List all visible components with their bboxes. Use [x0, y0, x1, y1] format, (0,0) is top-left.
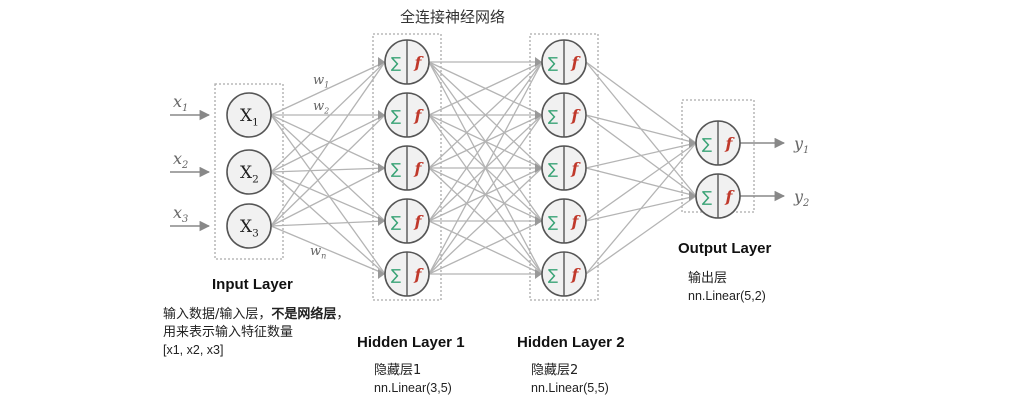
hidden2-neuron-1-func-symbol: f — [571, 53, 582, 72]
edge-in3-h1n1 — [270, 61, 386, 227]
weight-label-2: w2 — [313, 99, 329, 115]
input-label-x2: x2 — [173, 149, 188, 171]
edge-h2n3-out1 — [585, 142, 697, 169]
weight-label-3: wn — [310, 244, 326, 260]
edge-h1n5-h2n4 — [428, 220, 543, 275]
hidden2-neuron-1-sum-symbol: ∑ — [548, 54, 558, 72]
input-node-3 — [226, 203, 272, 249]
hidden1-neuron-4-func-symbol: f — [414, 212, 425, 231]
edge-h2n5-out1 — [585, 142, 697, 275]
edge-in1-h1n3 — [270, 114, 386, 169]
io-arrows — [170, 109, 786, 232]
hidden2-neuron-5-func-symbol: f — [571, 265, 582, 284]
output-label-y2: y2 — [793, 187, 809, 209]
hidden2-neuron-4-sum-symbol: ∑ — [548, 213, 558, 231]
edge-h1n5-h2n1 — [428, 61, 543, 275]
hidden1-neuron-3-sum-symbol: ∑ — [391, 160, 401, 178]
input-node-label-3: X3 — [240, 217, 259, 239]
connection-edges — [270, 57, 697, 279]
edge-h1n4-h2n1 — [428, 61, 543, 222]
arrowhead-h2n1 — [535, 57, 542, 67]
edge-in3-h1n2 — [270, 114, 386, 227]
input-node-1 — [226, 92, 272, 138]
input-desc-bold: 不是网络层 — [271, 307, 337, 322]
input-label-x3: x3 — [173, 203, 188, 225]
arrowhead-out1 — [689, 138, 696, 148]
input-node-2 — [226, 149, 272, 195]
hidden-layer-2-box — [529, 33, 599, 301]
hidden-layer-2-code: nn.Linear(5,5) — [531, 381, 609, 395]
edge-h2n2-out1 — [585, 114, 697, 144]
hidden1-neuron-1-func-symbol: f — [414, 53, 425, 72]
hidden-layer-2-desc: 隐藏层2 — [531, 363, 579, 378]
hidden1-neuron-2-sum-symbol: ∑ — [391, 107, 401, 125]
edge-in1-h1n4 — [270, 114, 386, 222]
hidden2-neuron-3-sum-symbol: ∑ — [548, 160, 558, 178]
edge-in3-h1n3 — [270, 167, 386, 227]
edge-in3-h1n5 — [270, 225, 386, 275]
input-node-label-2: X2 — [240, 163, 259, 185]
arrowhead-h2n3 — [535, 163, 542, 173]
edge-in2-h1n1 — [270, 61, 386, 173]
arrowhead-h2n4 — [535, 216, 542, 226]
output-label-y1: y1 — [793, 134, 809, 156]
arrowhead-h1n3 — [378, 163, 385, 173]
edge-h1n5-h2n3 — [428, 167, 543, 275]
output-neuron-2-sum-symbol: ∑ — [702, 188, 712, 206]
arrowhead-h2n2 — [535, 110, 542, 120]
hidden1-neuron-5-sum-symbol: ∑ — [391, 266, 401, 284]
edge-h2n4-out1 — [585, 142, 697, 222]
input-desc-part-c: ， — [336, 307, 350, 322]
hidden-layer-2-title: Hidden Layer 2 — [517, 334, 625, 351]
hidden2-neuron-5-sum-symbol: ∑ — [548, 266, 558, 284]
hidden2-neuron-3-func-symbol: f — [571, 159, 582, 178]
output-layer-desc: 输出层 — [688, 271, 728, 286]
hidden-layer-1-box — [372, 33, 442, 301]
edge-in3-h1n4 — [270, 220, 386, 227]
hidden1-neuron-1-sum-symbol: ∑ — [391, 54, 401, 72]
hidden2-neuron-2-sum-symbol: ∑ — [548, 107, 558, 125]
arrowhead-h1n1 — [378, 57, 385, 67]
output-neuron-1-sum-symbol: ∑ — [702, 135, 712, 153]
hidden-layer-1-desc: 隐藏层1 — [374, 363, 422, 378]
neuron-nodes: ∑ f ∑ f ∑ f ∑ f ∑ f ∑ f ∑ f ∑ f ∑ f ∑ f ∑ f ∑ f — [226, 39, 741, 297]
arrowhead-out2 — [689, 191, 696, 201]
edge-h2n5-out2 — [585, 195, 697, 275]
input-desc-part-a: 输入数据/输入层， — [163, 307, 272, 322]
hidden2-neuron-2-func-symbol: f — [571, 106, 582, 125]
hidden-layer-1-code: nn.Linear(3,5) — [374, 381, 452, 395]
hidden1-neuron-2-func-symbol: f — [414, 106, 425, 125]
hidden1-neuron-4-sum-symbol: ∑ — [391, 213, 401, 231]
output-neuron-1-func-symbol: f — [725, 134, 736, 153]
edge-in1-h1n5 — [270, 114, 386, 275]
weight-label-1: w1 — [313, 73, 329, 89]
arrowhead-h1n2 — [378, 110, 385, 120]
arrowhead-h1n4 — [378, 216, 385, 226]
hidden-layer-1-title: Hidden Layer 1 — [357, 334, 465, 351]
hidden1-neuron-3-func-symbol: f — [414, 159, 425, 178]
input-layer-desc-line1: 输入数据/输入层，不是网络层， — [163, 306, 349, 323]
edge-h1n3-h2n1 — [428, 61, 543, 169]
arrowhead-h1n5 — [378, 269, 385, 279]
output-layer-title: Output Layer — [678, 240, 772, 257]
input-node-label-1: X1 — [240, 106, 259, 128]
input-layer-box — [214, 83, 284, 260]
input-layer-title: Input Layer — [212, 276, 293, 293]
arrowhead-h2n5 — [535, 269, 542, 279]
output-layer-code: nn.Linear(5,2) — [688, 289, 766, 303]
edge-h1n5-h2n2 — [428, 114, 543, 275]
hidden2-neuron-4-func-symbol: f — [571, 212, 582, 231]
output-neuron-2-func-symbol: f — [725, 187, 736, 206]
edge-h2n1-out1 — [585, 61, 697, 144]
input-layer-desc-line2: 用来表示输入特征数量 — [163, 325, 294, 340]
edge-in1-h1n1 — [270, 61, 386, 116]
input-layer-desc-line3: [x1, x2, x3] — [163, 343, 224, 357]
diagram-title: 全连接神经网络 — [400, 8, 506, 26]
input-label-x1: x1 — [173, 92, 188, 114]
hidden1-neuron-5-func-symbol: f — [414, 265, 425, 284]
edge-h1n2-h2n1 — [428, 61, 543, 116]
